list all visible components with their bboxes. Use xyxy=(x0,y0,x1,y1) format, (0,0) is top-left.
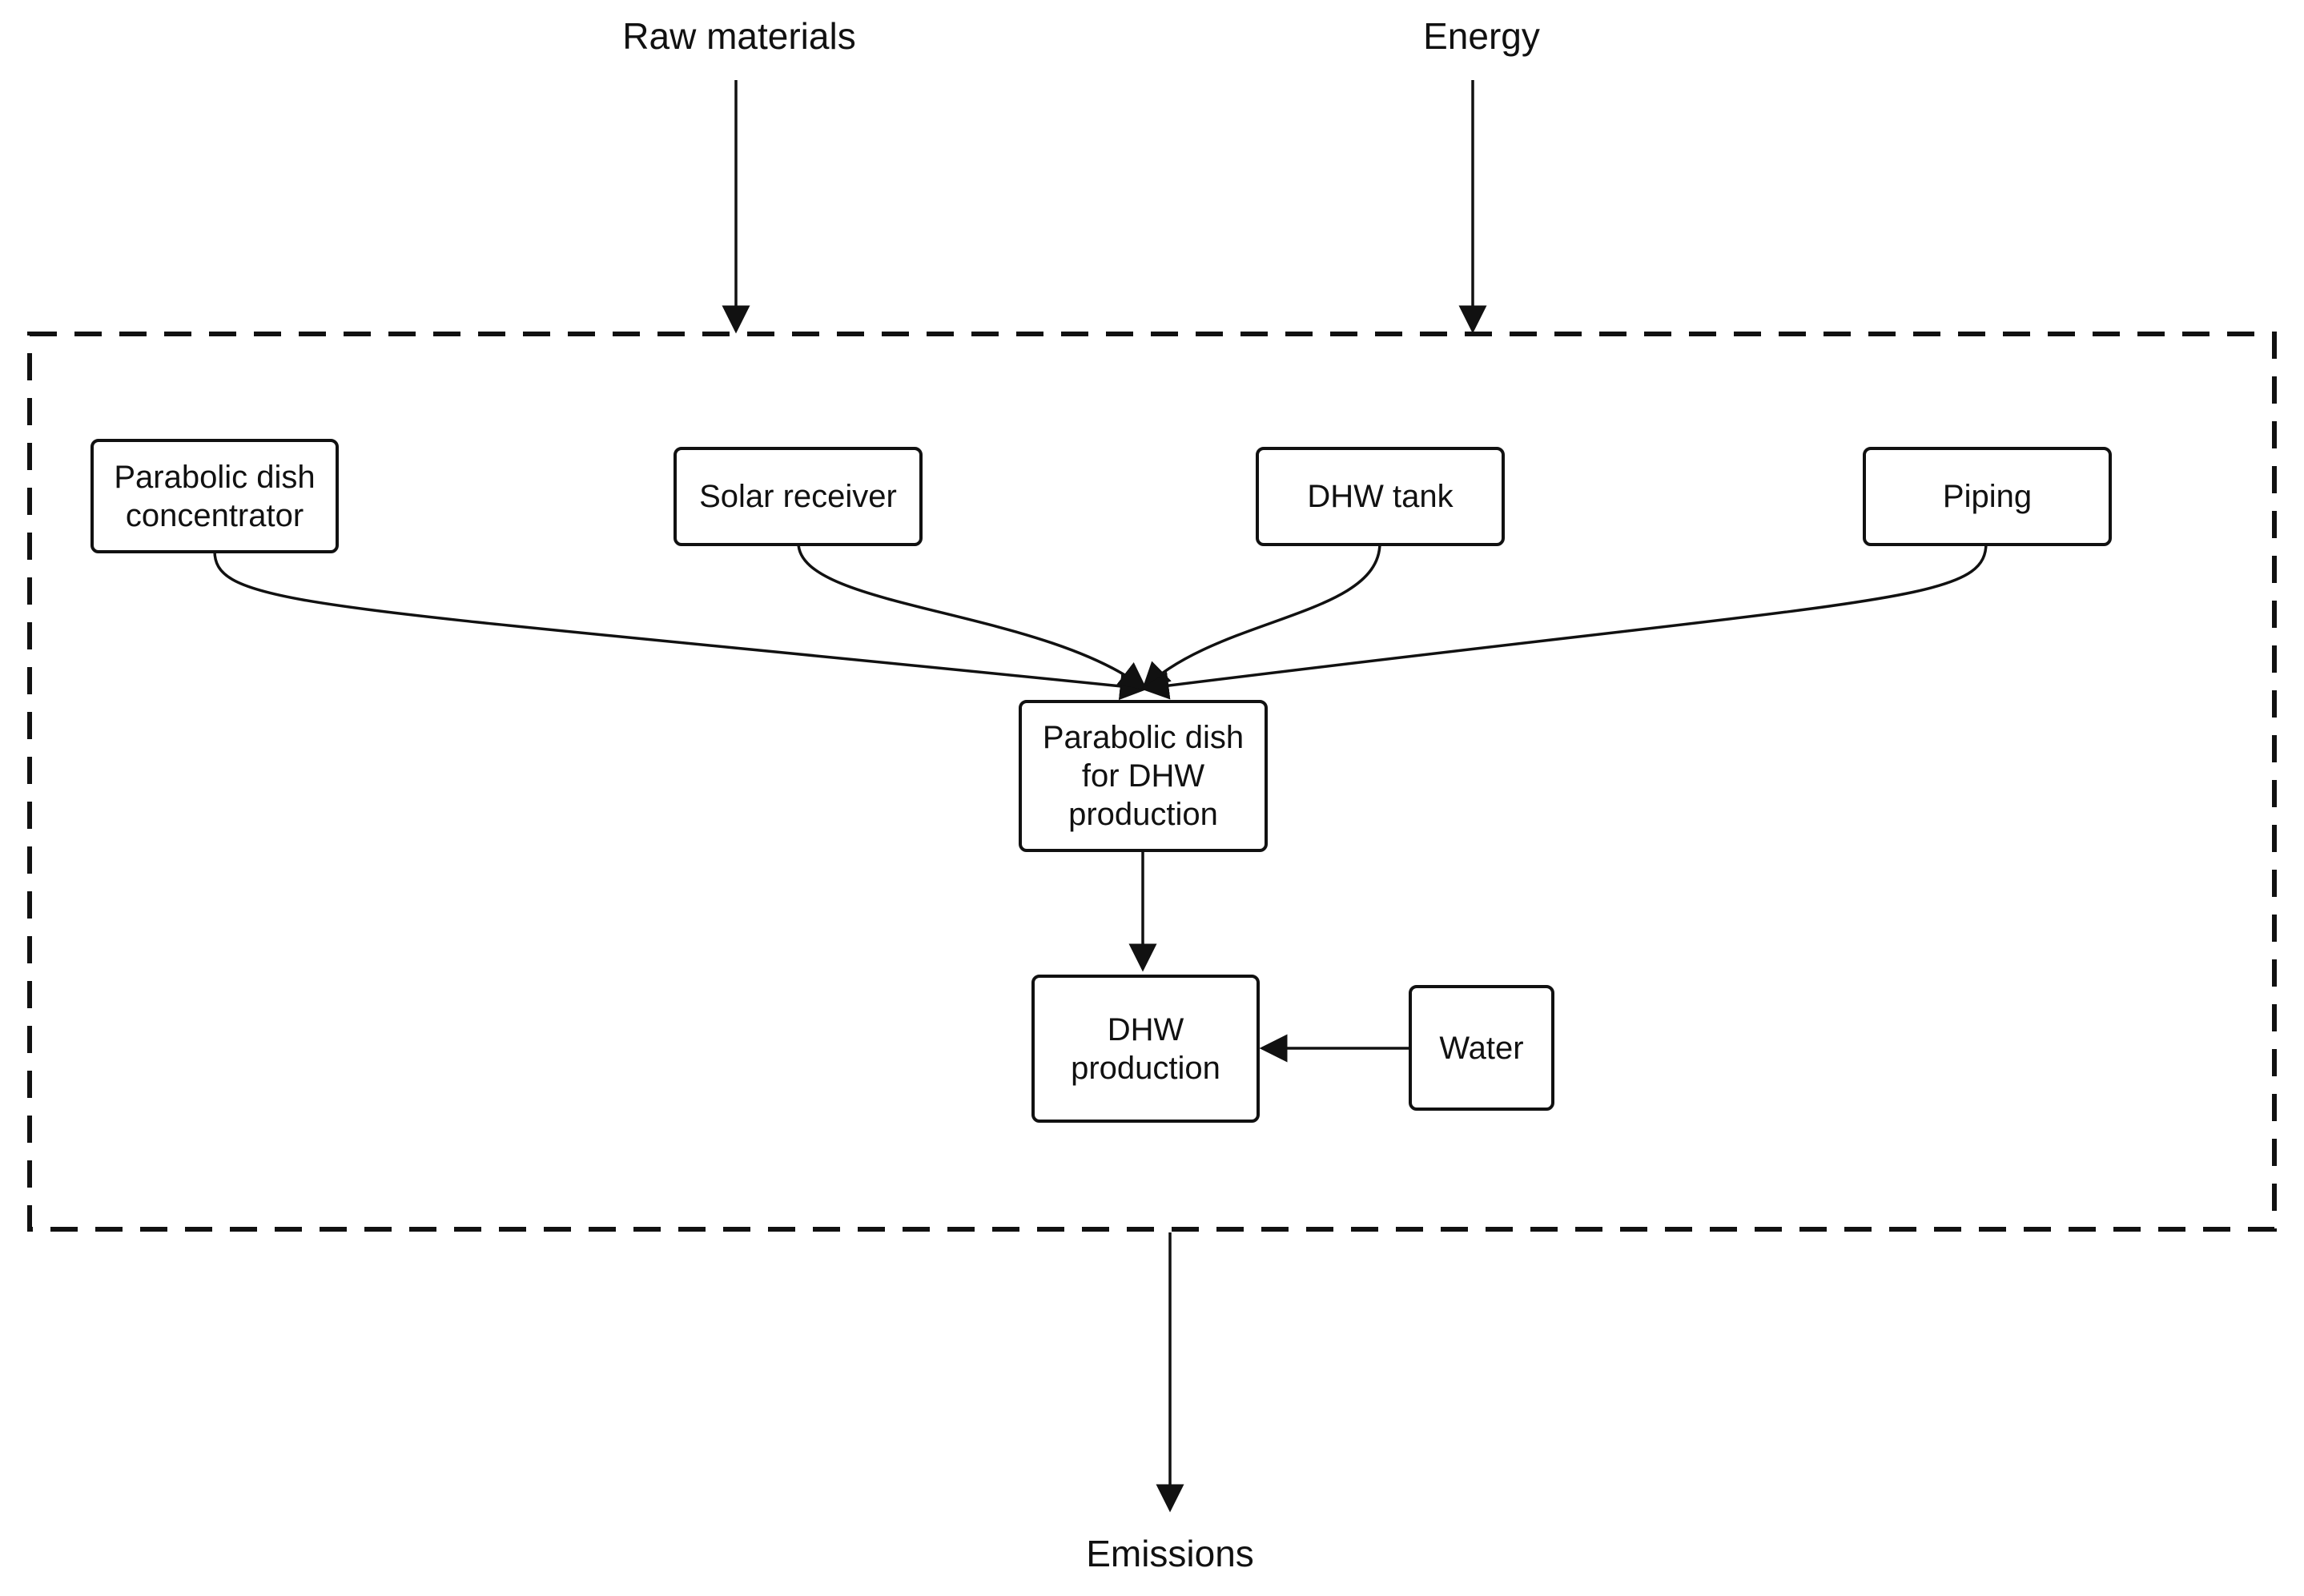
node-label: Parabolic dish for DHW production xyxy=(1042,720,1244,832)
raw-materials-label: Raw materials xyxy=(622,15,856,57)
node-piping[interactable]: Piping xyxy=(1863,447,2112,546)
node-label: Water xyxy=(1439,1030,1524,1066)
node-label: DHW tank xyxy=(1307,479,1454,514)
node-water[interactable]: Water xyxy=(1409,985,1554,1111)
arrow-receiver-to-dish xyxy=(797,542,1148,691)
node-parabolic-dish-concentrator[interactable]: Parabolic dish concentrator xyxy=(90,439,339,553)
arrow-piping-to-dish xyxy=(1140,542,1988,700)
emissions-label: Emissions xyxy=(1086,1533,1254,1574)
node-label: DHW production xyxy=(1071,1011,1220,1086)
node-dhw-tank[interactable]: DHW tank xyxy=(1256,447,1505,546)
arrow-concentrator-to-dish xyxy=(213,550,1148,701)
node-label: Solar receiver xyxy=(699,479,897,514)
node-label: Parabolic dish concentrator xyxy=(114,459,316,533)
node-label: Piping xyxy=(1942,479,2033,514)
energy-label: Energy xyxy=(1423,15,1540,57)
node-parabolic-dish-for-dhw-production[interactable]: Parabolic dish for DHW production xyxy=(1019,700,1268,852)
node-solar-receiver[interactable]: Solar receiver xyxy=(674,447,923,546)
system-boundary xyxy=(27,332,2277,1232)
node-dhw-production[interactable]: DHW production xyxy=(1031,975,1260,1123)
arrow-tank-to-dish xyxy=(1141,542,1381,691)
